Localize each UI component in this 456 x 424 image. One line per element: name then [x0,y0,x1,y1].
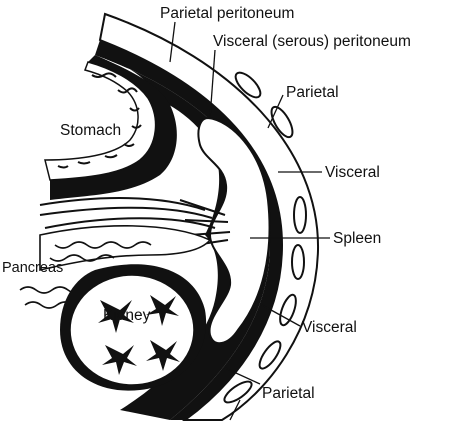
label-spleen: Spleen [333,230,381,247]
label-visceral-serous-peritoneum: Visceral (serous) peritoneum [213,33,411,50]
label-visceral-lower: Visceral [302,319,357,336]
label-visceral-upper: Visceral [325,164,380,181]
label-parietal-upper: Parietal [286,84,339,101]
label-stomach: Stomach [60,122,121,139]
label-kidney: Kidney [103,307,151,324]
label-parietal-peritoneum: Parietal peritoneum [160,5,294,22]
label-parietal-lower: Parietal [262,385,315,402]
label-pancreas: Pancreas [2,260,63,276]
